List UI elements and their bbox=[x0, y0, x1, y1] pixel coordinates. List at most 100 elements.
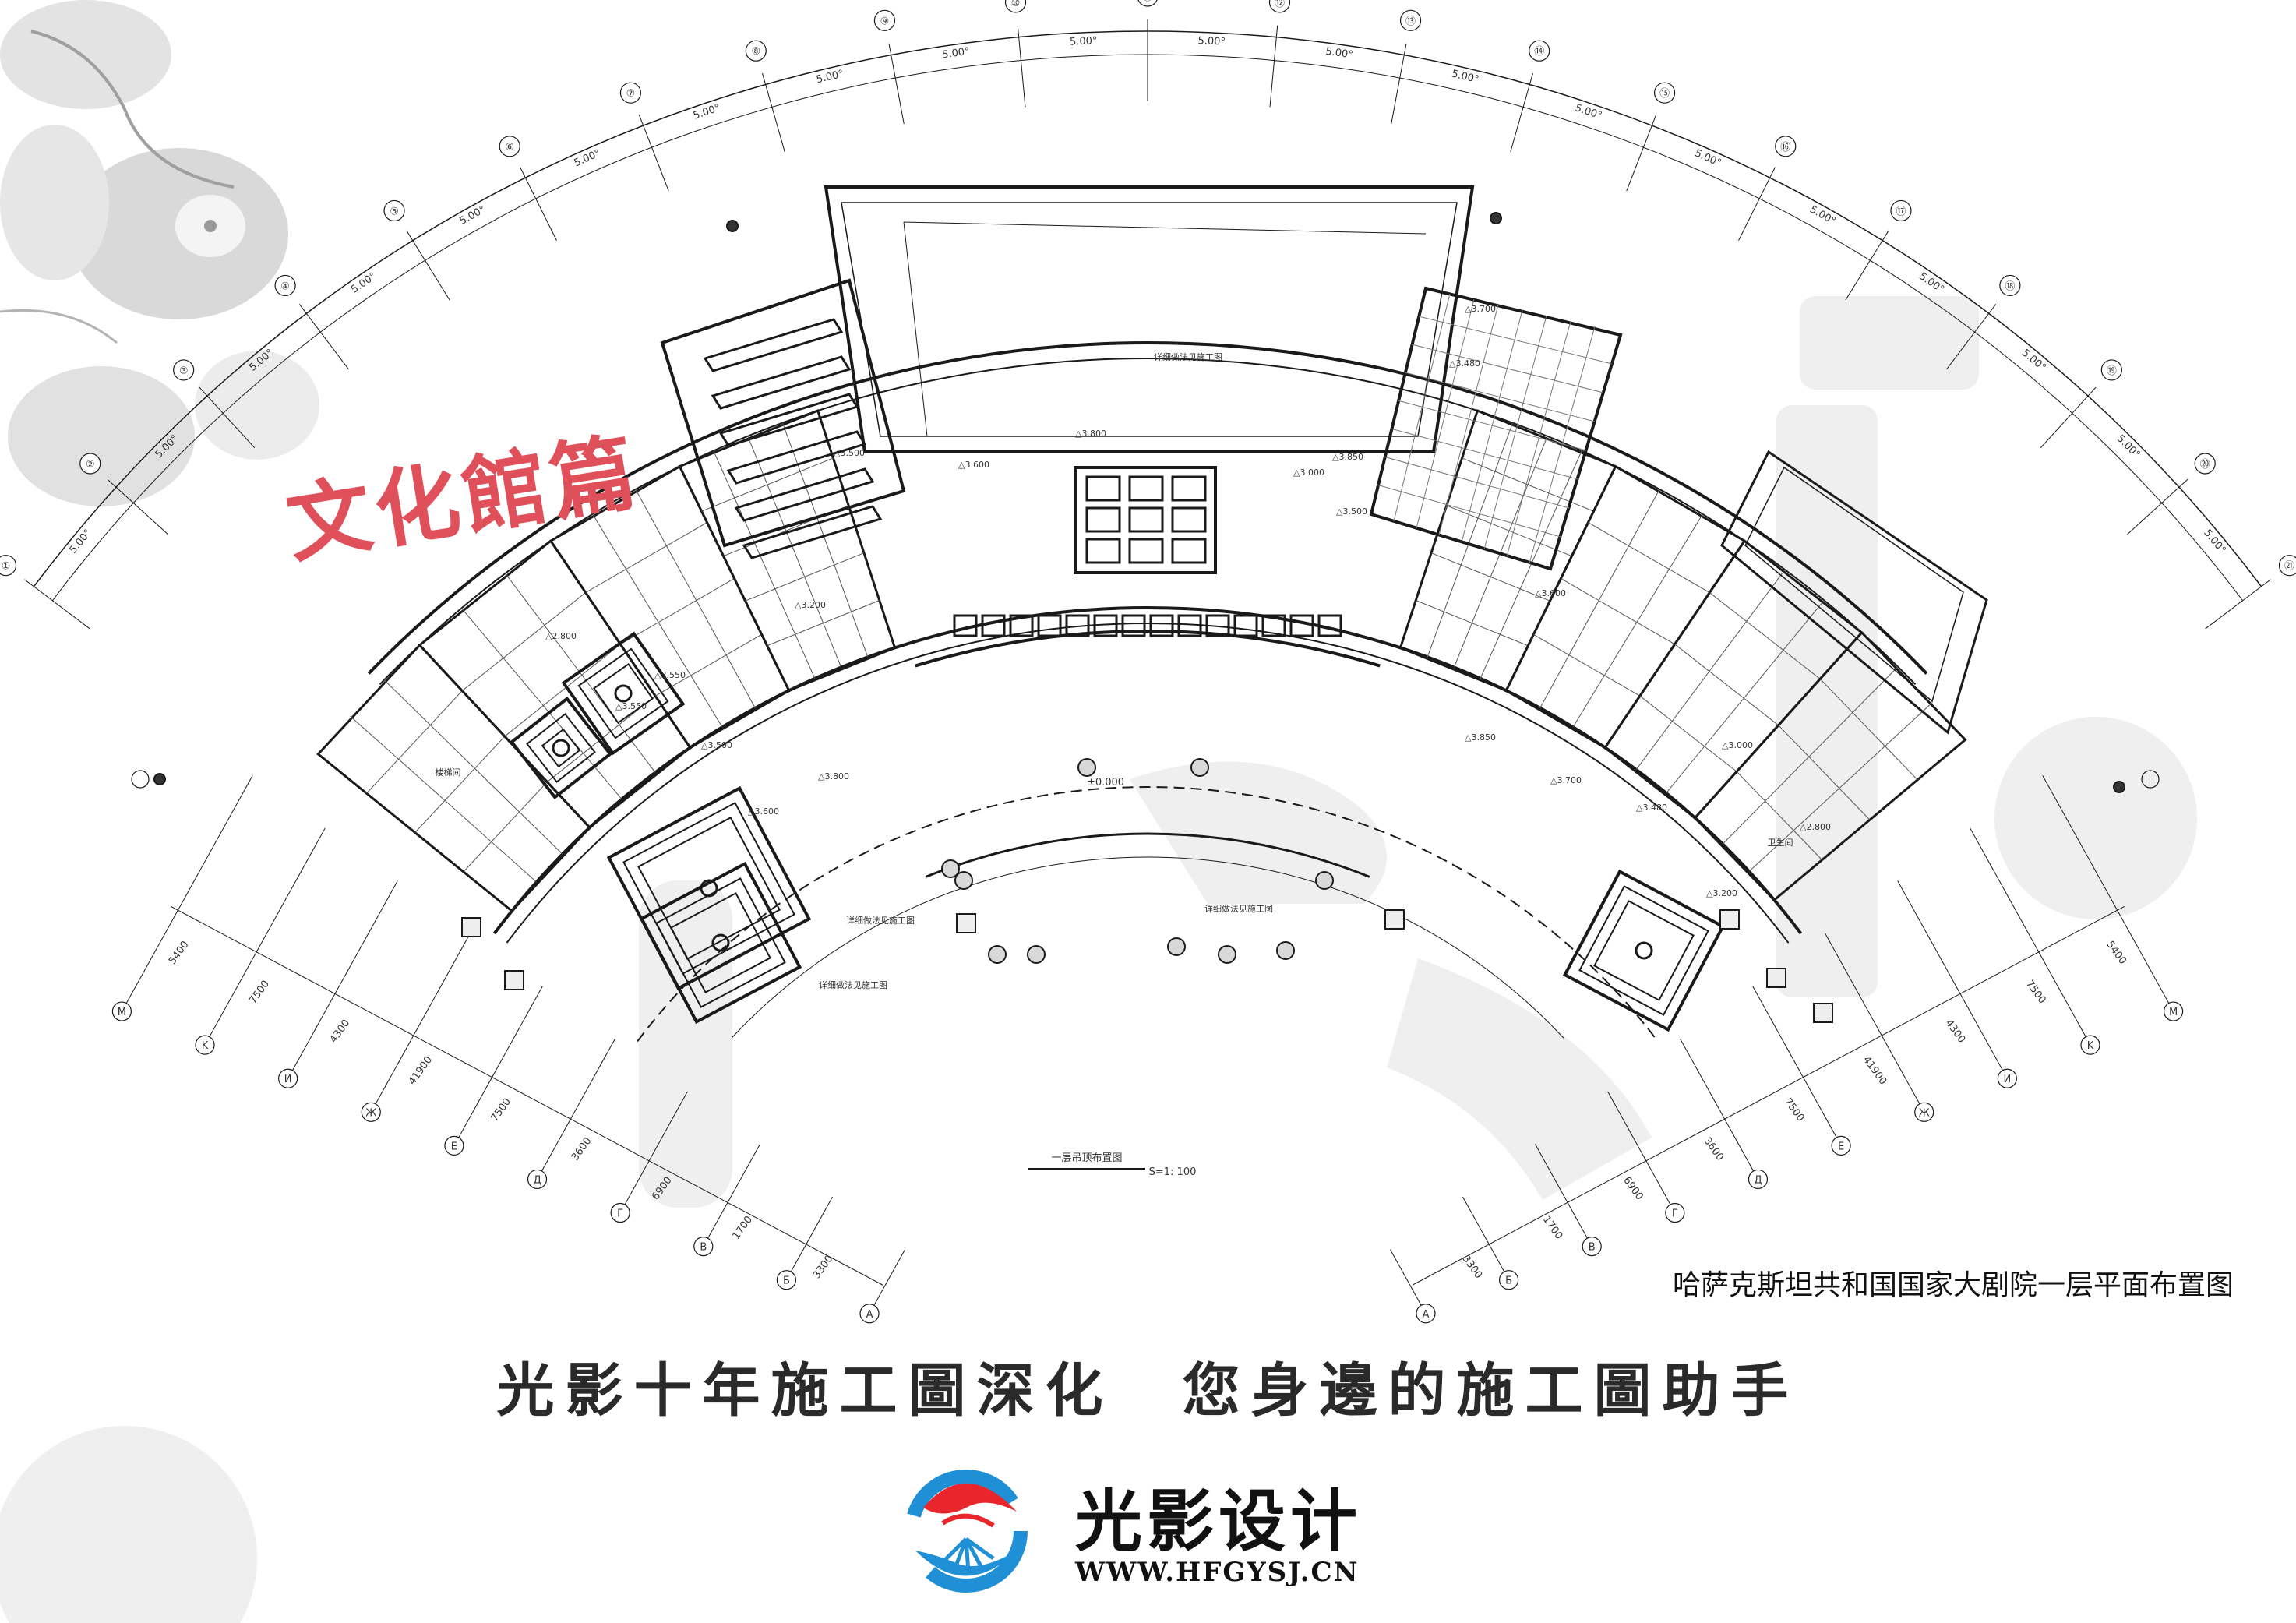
ceiling-grid bbox=[1376, 484, 1561, 538]
slat-light bbox=[718, 393, 859, 447]
grid-number: ⑥ bbox=[505, 142, 514, 153]
ceiling-grid bbox=[1416, 298, 1475, 529]
axis-label: E bbox=[451, 1141, 457, 1152]
ceiling-grid bbox=[592, 513, 723, 728]
ceiling-grid bbox=[1819, 678, 1918, 781]
ceiling-grid bbox=[1446, 505, 1572, 557]
grid-bubble bbox=[1137, 0, 1158, 7]
grid-number: ⑧ bbox=[751, 46, 760, 58]
grid-bubble bbox=[499, 136, 520, 157]
grid-number: ⑬ bbox=[1405, 16, 1416, 27]
ceiling-height-label: △2.800 bbox=[1800, 822, 1831, 832]
center-angle-label: 90.00° bbox=[1130, 0, 1165, 3]
axis-line bbox=[1970, 827, 2091, 1046]
ceiling-grid bbox=[1461, 309, 1523, 543]
annex-inner bbox=[1744, 466, 1964, 703]
axis-label: Г bbox=[617, 1208, 623, 1220]
ceiling-grid bbox=[654, 633, 762, 697]
grid-bubble bbox=[1399, 9, 1422, 31]
coffer-cell bbox=[1128, 506, 1164, 533]
axis-line bbox=[619, 1091, 688, 1213]
planter bbox=[504, 970, 524, 990]
ceiling-room-slats bbox=[660, 278, 906, 548]
ink-flower-decoration bbox=[0, 0, 319, 506]
lobby-light bbox=[953, 614, 978, 637]
light-fixture bbox=[1276, 941, 1295, 960]
axis-bubble bbox=[693, 1237, 714, 1257]
grid-line bbox=[1946, 304, 1997, 370]
bay-dimension: 5.00° bbox=[349, 270, 379, 295]
plaza-line bbox=[731, 856, 1564, 1039]
axis-line bbox=[1825, 933, 1925, 1113]
slat-light bbox=[703, 318, 844, 372]
axis-label: Б bbox=[1505, 1275, 1512, 1287]
axis-line bbox=[1462, 1196, 1510, 1280]
marker-circle bbox=[2141, 770, 2160, 789]
grid-number: ⑪ bbox=[1142, 0, 1152, 3]
planter bbox=[461, 917, 481, 937]
grid-number: ⑫ bbox=[1275, 0, 1285, 9]
bay-dimension: 5.00° bbox=[1574, 102, 1603, 122]
coffer-cell bbox=[1171, 475, 1207, 502]
axis-dimension: 1700 bbox=[1540, 1214, 1565, 1242]
room-label: 楼梯间 bbox=[436, 767, 461, 778]
axis-bubble bbox=[2164, 1001, 2184, 1021]
ceiling-grid bbox=[781, 422, 869, 658]
bay-dimension: 5.00° bbox=[1917, 270, 1946, 295]
ceiling-grid bbox=[1411, 344, 1604, 393]
building-inner-wall-2 bbox=[506, 623, 1790, 944]
ceiling-grid bbox=[1418, 316, 1613, 365]
light-fixture bbox=[1077, 758, 1096, 777]
axis-dimension: 3600 bbox=[570, 1135, 594, 1163]
planter bbox=[1813, 1003, 1833, 1023]
ceiling-grid bbox=[1416, 600, 1529, 647]
axis-label: Г bbox=[1672, 1208, 1678, 1220]
axis-bubble bbox=[1914, 1102, 1934, 1122]
axis-line bbox=[1390, 1249, 1427, 1314]
coffer-cell bbox=[1085, 506, 1121, 533]
ceiling-room bbox=[1693, 630, 1967, 902]
axis-line bbox=[1897, 880, 2008, 1079]
axis-dimension: 4300 bbox=[328, 1018, 353, 1046]
ceiling-height-label: △3.000 bbox=[1722, 740, 1753, 750]
axis-dimension: 7500 bbox=[2023, 979, 2048, 1007]
grid-line bbox=[199, 386, 256, 448]
ceiling-grid bbox=[1572, 513, 1703, 728]
light-fixture bbox=[1218, 945, 1236, 964]
grid-line bbox=[1269, 25, 1278, 108]
axis-bubble bbox=[859, 1304, 880, 1324]
brand-name: 光影设计 bbox=[1075, 1483, 1362, 1561]
axis-bubble bbox=[111, 1001, 132, 1021]
lobby-light bbox=[1289, 614, 1314, 637]
grid-line bbox=[2127, 478, 2188, 535]
axis-line bbox=[453, 986, 543, 1146]
ceiling-grid bbox=[1383, 456, 1570, 509]
grid-line bbox=[2040, 386, 2097, 448]
axis-label: A bbox=[1423, 1309, 1430, 1321]
ceiling-grid bbox=[635, 489, 756, 708]
ceiling-grid bbox=[1736, 771, 1822, 860]
ceiling-grid bbox=[1529, 326, 1596, 564]
coffer-cell bbox=[1085, 475, 1121, 502]
slat-light bbox=[711, 355, 852, 410]
ceiling-grid bbox=[1588, 522, 1710, 593]
grid-line bbox=[762, 72, 785, 153]
axis-dimension: 41900 bbox=[1860, 1054, 1889, 1087]
grid-line bbox=[1017, 25, 1026, 108]
axis-dimension: 5400 bbox=[167, 939, 192, 967]
grid-line bbox=[1391, 43, 1407, 125]
bay-dimension: 5.00° bbox=[941, 46, 970, 62]
grid-number: ⑨ bbox=[880, 16, 890, 27]
ceiling-height-label: △3.700 bbox=[1550, 775, 1582, 785]
axis-bubble bbox=[610, 1202, 630, 1223]
entrance-canopy bbox=[925, 832, 1370, 878]
grid-line bbox=[638, 114, 669, 192]
ceiling-room bbox=[1504, 464, 1747, 750]
slat-light bbox=[742, 505, 883, 559]
plan-scale: S=1: 100 bbox=[1149, 1166, 1197, 1178]
planter bbox=[1719, 909, 1740, 930]
slat-light bbox=[734, 467, 875, 522]
ceiling-grid bbox=[1639, 695, 1737, 772]
slogan-text: 光影十年施工圖深化 您身邊的施工圖助手 bbox=[496, 1357, 1800, 1424]
ceiling-height-label: △3.500 bbox=[1336, 506, 1367, 517]
